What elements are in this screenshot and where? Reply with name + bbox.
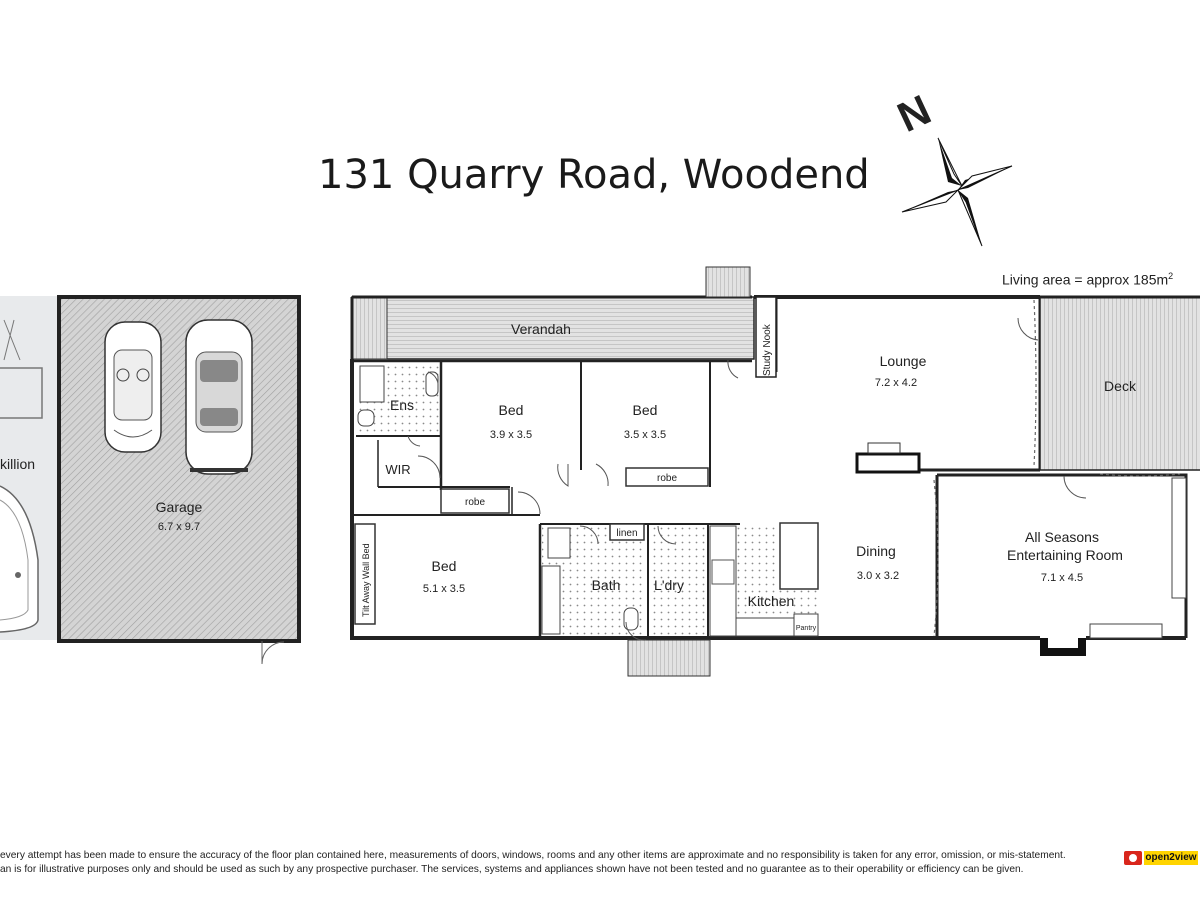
fireplace-icon [855, 452, 921, 474]
bed2-size: 3.5 x 3.5 [624, 429, 666, 441]
robe-cupboard-2 [625, 467, 709, 487]
study-nook-label: Study Nook [762, 323, 773, 376]
convertible-car-icon [104, 321, 162, 453]
bifold-door-deck [1033, 299, 1037, 467]
entertaining-cabinet [1171, 477, 1187, 599]
disclaimer-line-1: every attempt has been made to ensure th… [0, 850, 1066, 861]
compass-rose-icon: N [890, 86, 1013, 247]
compass-north-label: N [890, 86, 937, 141]
garage-size: 6.7 x 9.7 [158, 521, 200, 533]
cooktop-icon [711, 559, 735, 585]
lounge-label: Lounge [880, 353, 927, 369]
bed3-label: Bed [432, 558, 457, 574]
open2view-logo-icon [1124, 851, 1142, 865]
shower-icon [359, 365, 385, 403]
bath-label: Bath [592, 577, 621, 593]
garage-label: Garage [156, 499, 203, 515]
kitchen-label: Kitchen [748, 593, 795, 609]
bifold-door-entertaining [933, 479, 939, 637]
wir-label: WIR [385, 462, 410, 477]
study-nook-area: Study Nook [755, 296, 777, 378]
open2view-logo: open2view [1124, 851, 1198, 865]
bed2-label: Bed [633, 402, 658, 418]
entertaining-label-line1: All Seasons [1025, 529, 1099, 545]
skillion-area: killion [0, 296, 58, 640]
pantry-cupboard [793, 613, 819, 637]
dining-label: Dining [856, 543, 896, 559]
deck-label: Deck [1104, 378, 1137, 394]
verandah-area: Verandah [350, 266, 755, 360]
entertaining-bench [1089, 623, 1163, 639]
skillion-label: killion [0, 456, 35, 472]
linen-cupboard [609, 523, 645, 541]
bed1-size: 3.9 x 3.5 [490, 429, 532, 441]
living-area-note: Living area = approx 185m2 [1002, 271, 1174, 288]
laundry-label: L'dry [654, 577, 684, 593]
pantry-label: Pantry [796, 625, 817, 632]
toilet-icon [357, 409, 375, 427]
laundry-floor [650, 526, 706, 636]
robe-cupboard-1 [440, 488, 510, 514]
dining-size: 3.0 x 3.2 [857, 570, 899, 582]
kitchen-island [779, 522, 819, 590]
robe-label-2: robe [657, 473, 677, 484]
bath-shower-icon [547, 527, 571, 559]
door-swings [407, 317, 1087, 641]
lounge-size: 7.2 x 4.2 [875, 377, 917, 389]
entertaining-label-line2: Entertaining Room [1007, 547, 1123, 563]
deck-area: Deck [1039, 295, 1200, 471]
kitchen-sink-bench [735, 617, 797, 637]
bed1-label: Bed [499, 402, 524, 418]
ensuite-label: Ens [390, 397, 414, 413]
linen-label: linen [616, 528, 637, 539]
entertaining-size: 7.1 x 4.5 [1041, 572, 1083, 584]
garage-room: Garage 6.7 x 9.7 [57, 295, 301, 665]
basin-icon [425, 371, 439, 397]
robe-label-1: robe [465, 497, 485, 508]
page-title: 131 Quarry Road, Woodend [318, 152, 870, 198]
bathtub-icon [541, 565, 561, 635]
sedan-car-icon [185, 319, 253, 475]
bed3-size: 5.1 x 3.5 [423, 583, 465, 595]
disclaimer-line-2: an is for illustrative purposes only and… [0, 864, 1024, 875]
open2view-logo-text: open2view [1144, 851, 1198, 865]
back-steps [627, 639, 711, 677]
bath-toilet-icon [623, 607, 639, 631]
wall-bed [354, 523, 376, 625]
wall-bed-label: Tilt Away Wall Bed [361, 543, 371, 617]
disclaimer: every attempt has been made to ensure th… [0, 849, 1108, 877]
verandah-label: Verandah [511, 321, 571, 337]
